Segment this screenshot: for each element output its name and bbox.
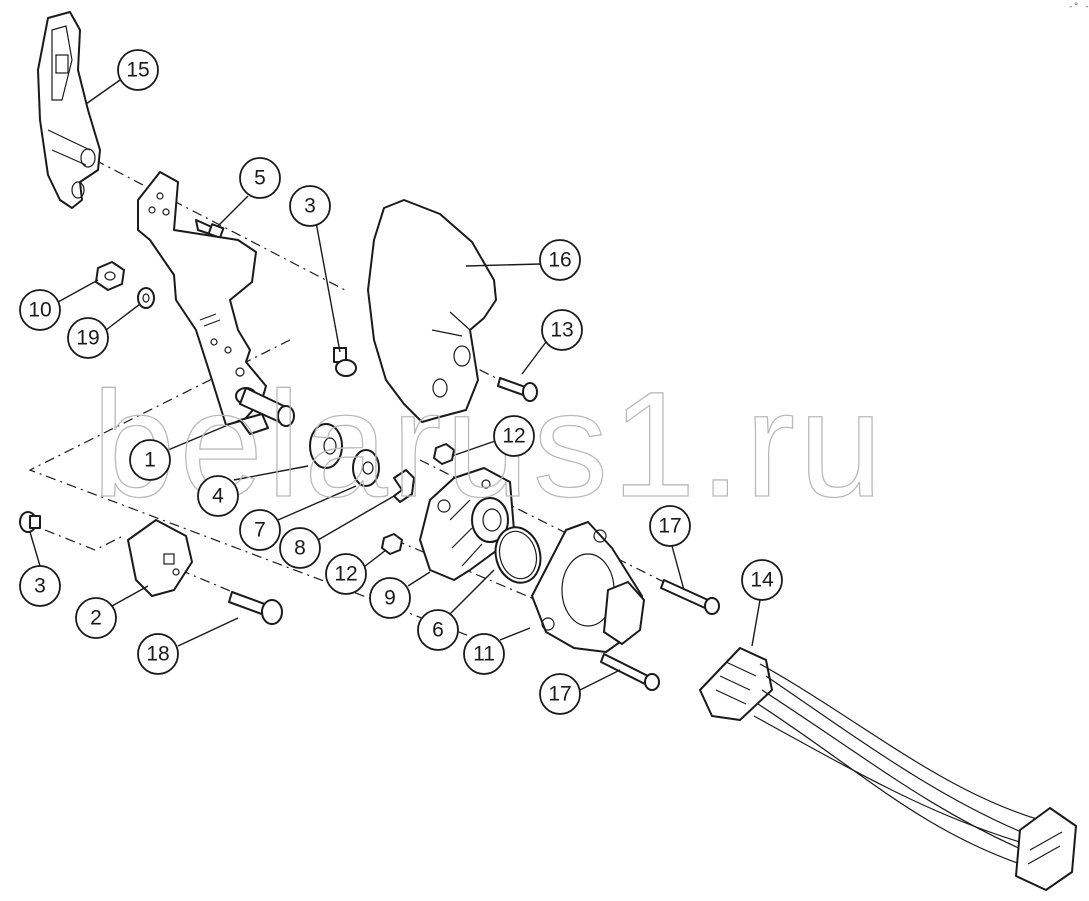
nut-part: [95, 261, 125, 291]
svg-text:3: 3: [304, 195, 316, 218]
o-ring-part: [494, 526, 542, 584]
cover-screw-part: [497, 377, 538, 402]
svg-text:12: 12: [502, 425, 525, 448]
bracket-plate: [137, 171, 267, 426]
bolt-part: [333, 347, 357, 377]
callout-16: 16: [539, 239, 581, 281]
svg-text:11: 11: [473, 643, 495, 666]
callout-14: 14: [741, 559, 783, 601]
svg-text:16: 16: [548, 249, 571, 272]
svg-text:18: 18: [146, 643, 169, 666]
long-screw-lower: [600, 653, 660, 691]
svg-text:14: 14: [750, 569, 774, 592]
cover-part: [367, 199, 497, 423]
svg-text:17: 17: [548, 683, 571, 706]
callout-7: 7: [239, 509, 281, 551]
callout-8: 8: [279, 527, 321, 569]
corner-mark: -° ---: [1068, 2, 1089, 12]
callout-2: 2: [75, 597, 117, 639]
bushing-block-part: [127, 519, 193, 597]
washer-part: [137, 287, 155, 309]
callout-18: 18: [137, 633, 179, 675]
callout-5: 5: [239, 157, 281, 199]
svg-text:4: 4: [212, 485, 224, 508]
callout-12-upper: 12: [493, 415, 535, 457]
carriage-bolt-part: [228, 591, 283, 625]
svg-text:5: 5: [254, 167, 266, 190]
leader-lines: [29, 79, 761, 691]
shaft-part: [235, 387, 295, 435]
svg-text:3: 3: [34, 575, 46, 598]
callout-3-upper: 3: [289, 185, 331, 227]
spacer-washer-part: [352, 449, 380, 487]
svg-text:10: 10: [28, 299, 51, 322]
upper-nut-part: [433, 443, 455, 465]
sensor-housing-part: [419, 467, 515, 581]
callout-17-lower: 17: [539, 673, 581, 715]
callout-3-lower: 3: [19, 565, 61, 607]
callout-4: 4: [197, 475, 239, 517]
callout-13: 13: [541, 309, 583, 351]
lower-nut-part: [381, 533, 403, 555]
svg-text:17: 17: [658, 515, 681, 538]
svg-text:12: 12: [334, 563, 357, 586]
callout-11: 11: [463, 633, 505, 675]
pedal-part: [37, 11, 101, 209]
svg-text:8: 8: [294, 537, 306, 560]
large-washer-part: [309, 423, 343, 469]
callout-15: 15: [117, 49, 159, 91]
small-bolt-part: [19, 511, 41, 533]
callout-19: 19: [67, 317, 109, 359]
callout-12-lower: 12: [325, 553, 367, 595]
svg-text:15: 15: [126, 59, 149, 82]
svg-text:13: 13: [550, 319, 573, 342]
wiring-harness-part: [699, 647, 1077, 891]
svg-text:9: 9: [384, 587, 396, 610]
long-screw-upper: [660, 579, 720, 615]
callout-9: 9: [369, 577, 411, 619]
retaining-clip-part: [393, 469, 415, 503]
svg-text:2: 2: [90, 607, 102, 630]
svg-text:6: 6: [432, 619, 444, 642]
callout-17-upper: 17: [649, 505, 691, 547]
callout-10: 10: [19, 289, 61, 331]
callout-1: 1: [129, 439, 171, 481]
callout-6: 6: [417, 609, 459, 651]
svg-text:19: 19: [76, 327, 99, 350]
sensor-body-part: [531, 521, 645, 653]
svg-text:7: 7: [254, 519, 266, 542]
svg-text:1: 1: [144, 449, 156, 472]
